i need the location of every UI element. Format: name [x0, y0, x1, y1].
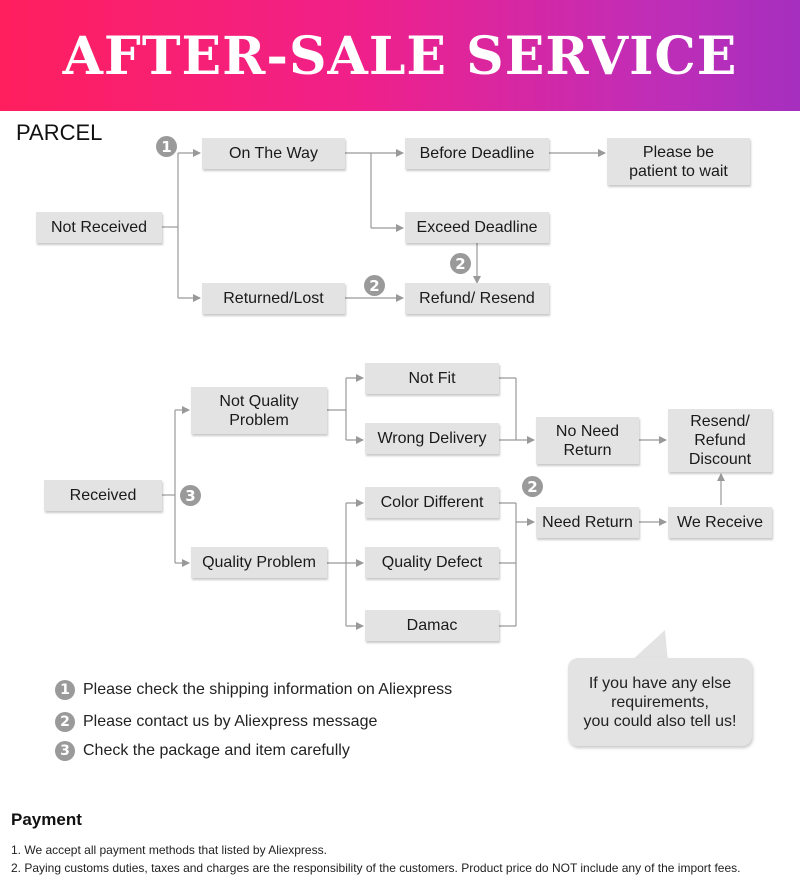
payment-line: 2. Paying customs duties, taxes and char…	[11, 861, 741, 875]
node-wrong-delivery: Wrong Delivery	[365, 423, 499, 454]
node-need-return: Need Return	[536, 507, 639, 538]
node-quality-problem: Quality Problem	[191, 547, 327, 578]
speech-bubble: If you have any else requirements, you c…	[568, 658, 752, 746]
node-not-quality-problem: Not Quality Problem	[191, 387, 327, 434]
node-resend-refund-discount: Resend/ Refund Discount	[668, 409, 772, 472]
note-text: Please contact us by Aliexpress message	[83, 713, 378, 730]
node-quality-defect: Quality Defect	[365, 547, 499, 578]
note-text: Please check the shipping information on…	[83, 681, 453, 698]
step-3-icon: 3	[55, 741, 75, 761]
header-banner: AFTER-SALE SERVICE	[0, 0, 800, 111]
note-item: 2 Please contact us by Aliexpress messag…	[55, 712, 377, 732]
step-2-icon: 2	[55, 712, 75, 732]
node-before-deadline: Before Deadline	[405, 138, 549, 169]
note-text: Check the package and item carefully	[83, 742, 350, 759]
step-2-icon: 2	[364, 275, 385, 296]
node-we-receive: We Receive	[668, 507, 772, 538]
step-3-icon: 3	[180, 485, 201, 506]
node-damac: Damac	[365, 610, 499, 641]
step-1-icon: 1	[55, 680, 75, 700]
node-on-the-way: On The Way	[202, 138, 345, 169]
node-exceed-deadline: Exceed Deadline	[405, 212, 549, 243]
node-no-need-return: No Need Return	[536, 417, 639, 464]
node-received: Received	[44, 480, 162, 511]
step-2-icon: 2	[522, 476, 543, 497]
node-color-different: Color Different	[365, 487, 499, 518]
parcel-label: PARCEL	[16, 120, 103, 145]
node-returned-lost: Returned/Lost	[202, 283, 345, 314]
node-refund-resend: Refund/ Resend	[405, 283, 549, 314]
note-item: 1 Please check the shipping information …	[55, 680, 452, 700]
note-item: 3 Check the package and item carefully	[55, 741, 350, 761]
node-please-wait: Please be patient to wait	[607, 138, 750, 185]
step-1-icon: 1	[156, 136, 177, 157]
banner-title: AFTER-SALE SERVICE	[62, 26, 738, 87]
step-2-icon: 2	[450, 253, 471, 274]
node-not-fit: Not Fit	[365, 363, 499, 394]
node-not-received: Not Received	[36, 212, 162, 243]
payment-title: Payment	[11, 810, 82, 829]
payment-line: 1. We accept all payment methods that li…	[11, 843, 327, 857]
